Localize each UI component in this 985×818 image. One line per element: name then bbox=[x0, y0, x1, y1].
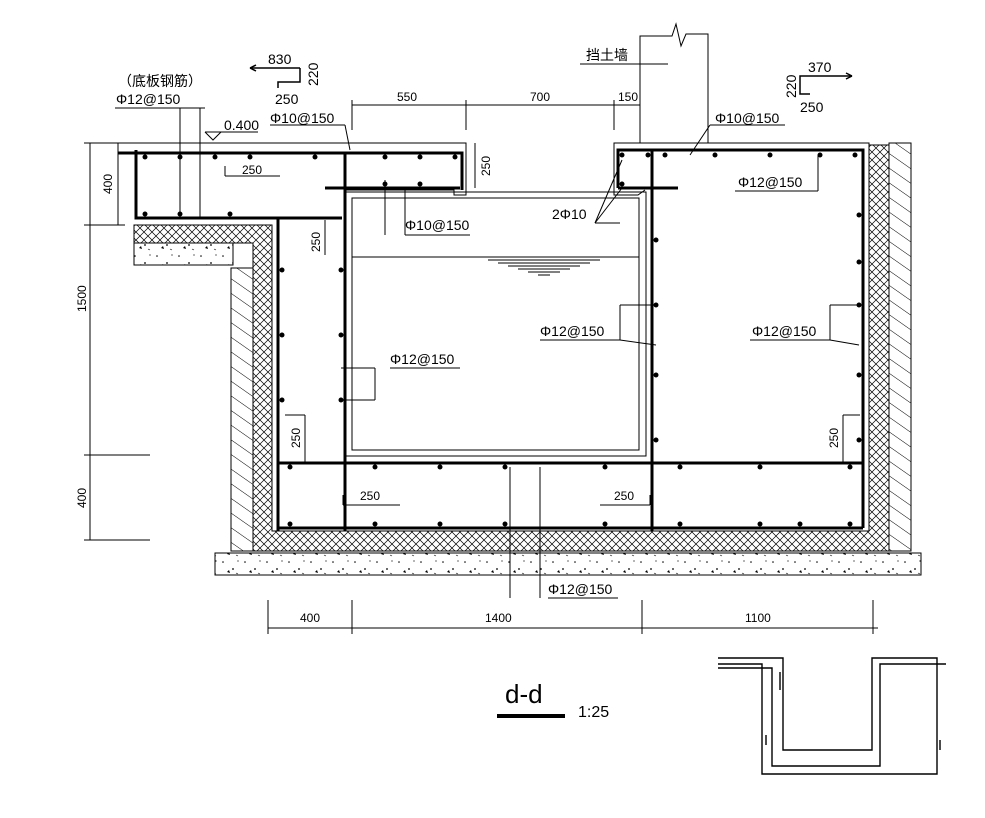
dim-left-3: 400 bbox=[75, 488, 89, 508]
bend-left-leg: 250 bbox=[275, 91, 299, 107]
dim-left-2: 1500 bbox=[75, 285, 89, 312]
anchor-label-1: 250 bbox=[242, 163, 262, 177]
dim-left-1: 400 bbox=[101, 174, 115, 194]
dim-top-1: 550 bbox=[397, 90, 417, 104]
dim-bottom-3: 1100 bbox=[745, 611, 771, 625]
concrete-base bbox=[133, 242, 922, 576]
dim-bottom-2: 1400 bbox=[485, 611, 512, 625]
rebar-dots bbox=[142, 152, 862, 527]
rebar-right-top-mid: Φ12@150 bbox=[738, 174, 803, 190]
rebar-right-wall: Φ12@150 bbox=[752, 323, 817, 339]
dim-bottom-1: 400 bbox=[300, 611, 320, 625]
bend-detail-right bbox=[799, 72, 853, 95]
elevation-label: 0.400 bbox=[224, 117, 259, 133]
rebar-inner-top: Φ10@150 bbox=[405, 217, 470, 233]
bend-right-leg: 250 bbox=[800, 99, 824, 115]
dim-top-3: 150 bbox=[618, 90, 638, 104]
bend-right-length: 370 bbox=[808, 59, 832, 75]
dim-top-2: 700 bbox=[530, 90, 550, 104]
anchor-label-6: 250 bbox=[614, 489, 634, 503]
anchor-label-3: 250 bbox=[309, 232, 323, 252]
anchor-label-5: 250 bbox=[360, 489, 380, 503]
bend-right-hook: 220 bbox=[783, 74, 799, 98]
dimension-lines bbox=[84, 22, 878, 634]
anchor-label-7: 250 bbox=[827, 428, 841, 448]
rebar-left-top-slab: Φ10@150 bbox=[270, 110, 335, 126]
bend-left-hook: 220 bbox=[305, 62, 321, 86]
anchor-label-4: 250 bbox=[289, 428, 303, 448]
note-bottom-rebar: （底板钢筋） bbox=[118, 73, 202, 89]
rebar-mid-wall: Φ12@150 bbox=[540, 323, 605, 339]
rebar-bottom-top: Φ12@150 bbox=[116, 91, 181, 107]
section-title: d-d bbox=[505, 679, 543, 709]
rebar-corner-bars: 2Φ10 bbox=[552, 206, 587, 222]
bend-left-length: 830 bbox=[268, 51, 292, 67]
retaining-wall-label: 挡土墙 bbox=[586, 47, 628, 63]
rebar-right-top-slab: Φ10@150 bbox=[715, 110, 780, 126]
rebar-bottom-slab: Φ12@150 bbox=[548, 581, 613, 597]
anchor-label-2: 250 bbox=[479, 156, 493, 176]
bend-detail-left bbox=[249, 64, 301, 88]
section-scale: 1:25 bbox=[578, 704, 609, 721]
ground-hatch bbox=[230, 142, 912, 552]
bar-schematic bbox=[718, 657, 946, 775]
rebar-left-wall: Φ12@150 bbox=[390, 351, 455, 367]
